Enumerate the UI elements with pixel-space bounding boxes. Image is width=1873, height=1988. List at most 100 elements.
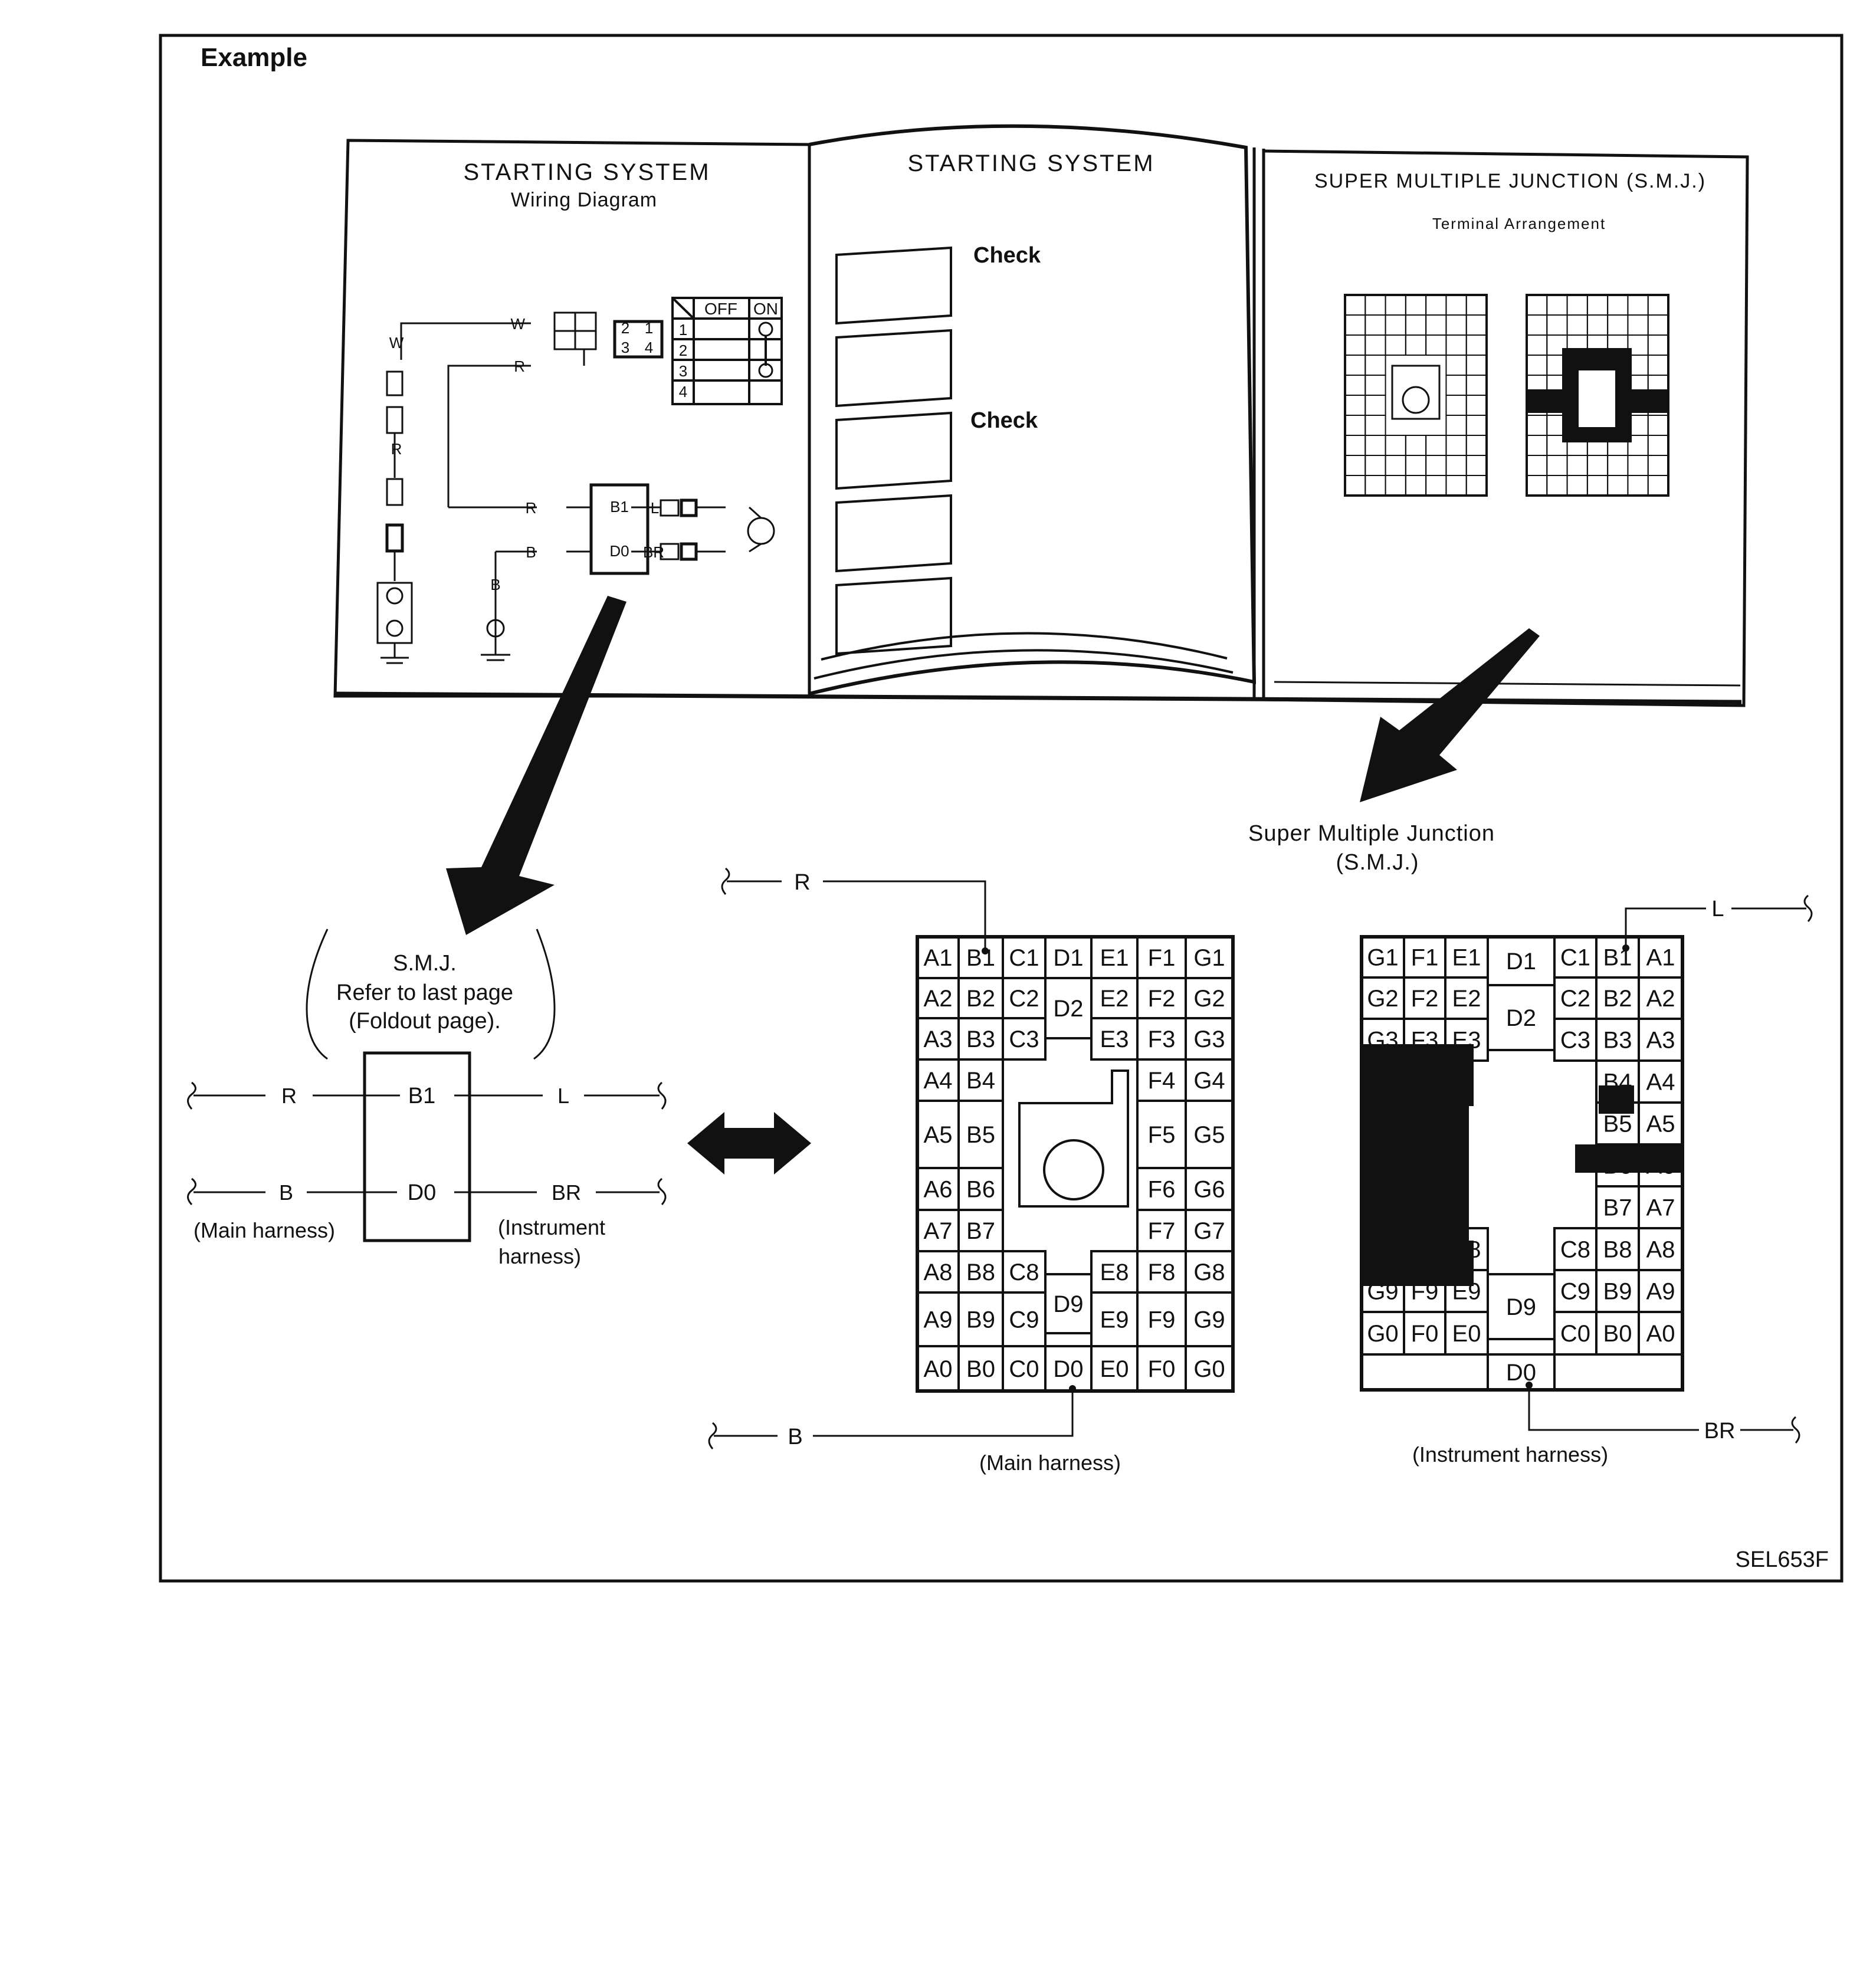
instrument-connector-terminal-label: B3	[1603, 1028, 1632, 1054]
main-connector-terminal-label: B4	[966, 1068, 995, 1094]
mini-terminal-cell	[1385, 475, 1406, 496]
instrument-connector-terminal-label: D2	[1506, 1005, 1536, 1031]
instrument-connector-terminal-label: C0	[1560, 1321, 1590, 1347]
mini-terminal-cell	[1465, 395, 1488, 416]
mini-terminal-cell	[1445, 455, 1467, 476]
smj-detail-instrument-harness-1: (Instrument	[498, 1215, 605, 1239]
example-label: Example	[201, 43, 307, 72]
mini-terminal-cell	[1445, 334, 1467, 356]
svg-text:R: R	[391, 440, 402, 458]
svg-text:W: W	[510, 315, 525, 333]
instrument-connector-terminal-label: A0	[1646, 1321, 1675, 1347]
instrument-connector-terminal-label: F6	[1411, 1153, 1439, 1179]
mini-terminal-cell	[1405, 435, 1427, 456]
mini-terminal-cell	[1526, 314, 1548, 336]
mini-terminal-cell	[1385, 435, 1406, 456]
main-connector-terminal-label: D1	[1053, 945, 1083, 971]
main-connector-terminal-label: C1	[1009, 945, 1039, 971]
svg-text:L: L	[651, 499, 659, 517]
mini-terminal-cell	[1566, 314, 1588, 336]
book-base-line	[334, 691, 1742, 704]
mini-terminal-cell	[1344, 355, 1366, 376]
mini-terminal-cell	[1627, 314, 1649, 336]
main-connector-terminal-label: C2	[1009, 986, 1039, 1012]
main-connector-terminal-label: F8	[1148, 1259, 1176, 1285]
svg-text:W: W	[389, 334, 404, 352]
instrument-connector-terminal-label: C2	[1560, 986, 1590, 1012]
mini-terminal-cell	[1526, 455, 1548, 476]
main-connector-terminal-label: B8	[966, 1259, 995, 1285]
main-connector-terminal-cell	[1185, 1345, 1234, 1392]
instrument-connector-terminal-label: B2	[1603, 986, 1632, 1012]
instrument-connector-terminal-label: A2	[1646, 986, 1675, 1012]
main-connector-terminal-label: F6	[1148, 1177, 1176, 1203]
instrument-connector-terminal-label: F1	[1411, 945, 1439, 971]
mini-terminal-cell	[1465, 314, 1488, 336]
figure-code: SEL653F	[1736, 1547, 1829, 1572]
instrument-connector-terminal-label: G1	[1367, 945, 1398, 971]
smj-detail-terminal-b1: B1	[408, 1084, 435, 1108]
smj-detail-wire-b: B	[279, 1180, 293, 1205]
main-connector-terminal-label: F9	[1148, 1307, 1176, 1333]
instrument-connector-terminal-label: B5	[1603, 1111, 1632, 1137]
main-connector-terminal-label: F0	[1148, 1356, 1176, 1382]
mini-terminal-cell	[1647, 294, 1669, 316]
mini-terminal-cell	[1405, 294, 1427, 316]
svg-text:1: 1	[679, 321, 687, 339]
mini-terminal-cell	[1344, 334, 1366, 356]
mini-terminal-cell	[1647, 475, 1669, 496]
mini-terminal-cell	[1465, 375, 1488, 396]
book-right-page-base	[1274, 681, 1741, 687]
instrument-connector-terminal-label: C1	[1560, 945, 1590, 971]
mini-terminal-cell	[1546, 294, 1568, 316]
arrow-to-instrument-connector	[1360, 628, 1540, 802]
svg-text:3: 3	[621, 339, 629, 356]
main-connector-terminal-label: E3	[1100, 1026, 1129, 1052]
smj-caption-line-2: (S.M.J.)	[1336, 850, 1419, 875]
mini-terminal-cell	[1425, 294, 1447, 316]
mini-terminal-cell	[1405, 475, 1427, 496]
svg-text:OFF: OFF	[704, 300, 737, 318]
main-connector-terminal-label: A4	[924, 1068, 953, 1094]
main-connector-terminal-label: C3	[1009, 1026, 1039, 1052]
main-connector-terminal-label: B0	[966, 1356, 995, 1382]
book-middle-page-outline	[809, 124, 1257, 696]
mini-terminal-cell	[1445, 375, 1467, 396]
instrument-connector-terminal-label: A5	[1646, 1111, 1675, 1137]
svg-text:4: 4	[679, 383, 687, 401]
instrument-connector-terminal-label: F3	[1411, 1028, 1439, 1054]
book-middle-page-curl	[814, 632, 1234, 680]
instrument-connector-terminal-cell	[1487, 1353, 1556, 1391]
main-connector-terminal-label: G4	[1193, 1068, 1225, 1094]
main-connector-terminal-label: C9	[1009, 1307, 1039, 1333]
mini-terminal-cell	[1647, 314, 1669, 336]
main-connector-terminal-label: A7	[924, 1218, 953, 1244]
left-page-title: STARTING SYSTEM	[463, 159, 710, 185]
instrument-connector-terminal-label: C8	[1560, 1237, 1590, 1263]
mini-terminal-cell	[1364, 415, 1386, 436]
right-page-mini-connectors	[1344, 294, 1669, 497]
mini-terminal-cell	[1425, 314, 1447, 336]
smj-detail-wiring	[187, 1051, 667, 1242]
mini-terminal-cell	[1546, 475, 1568, 496]
instrument-connector-terminal-label: A1	[1646, 945, 1675, 971]
instrument-connector-terminal-label: B8	[1603, 1237, 1632, 1263]
mini-terminal-cell	[1385, 334, 1406, 356]
main-connector-terminal-label: A1	[924, 945, 953, 971]
main-connector-terminal-label: A0	[924, 1356, 953, 1382]
main-connector-terminal-label: A8	[924, 1259, 953, 1285]
mini-terminal-cell	[1526, 355, 1548, 376]
mini-terminal-cell	[1445, 435, 1467, 456]
smj-note-brackets	[306, 929, 556, 1060]
smj-detail-terminal-d0: D0	[408, 1180, 437, 1205]
main-connector-terminal-label: A9	[924, 1307, 953, 1333]
svg-text:R: R	[526, 499, 537, 517]
mini-terminal-cell	[1344, 314, 1366, 336]
mini-terminal-cell	[1566, 455, 1588, 476]
main-connector-terminal-label: B5	[966, 1122, 995, 1148]
instrument-connector-terminal-label: G6	[1367, 1153, 1398, 1179]
svg-text:B: B	[526, 543, 536, 561]
main-connector-terminal-label: G3	[1193, 1026, 1225, 1052]
mini-terminal-cell	[1344, 475, 1366, 496]
instrument-connector-terminal-label: F4	[1411, 1070, 1439, 1095]
